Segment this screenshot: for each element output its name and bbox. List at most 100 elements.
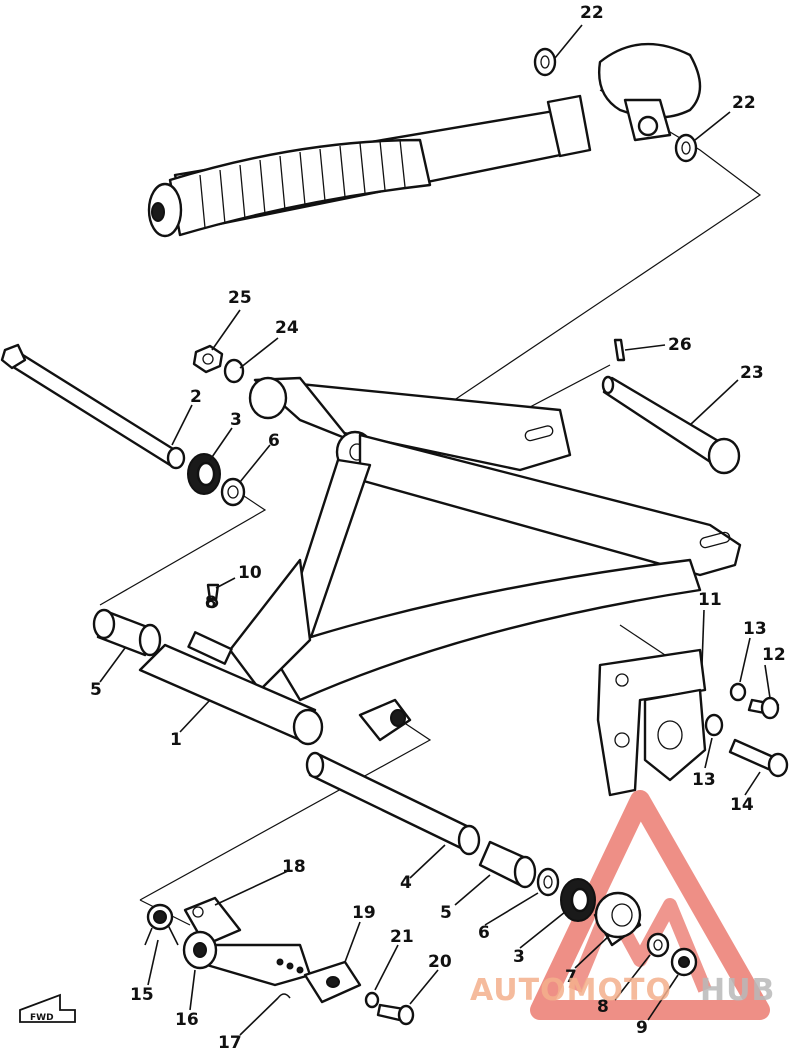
bolt-20-head	[397, 1004, 415, 1026]
washer-22-upper	[533, 47, 557, 77]
watermark-m-mark	[568, 898, 712, 993]
nut-25-hole	[202, 353, 214, 365]
callout-12: 12	[762, 645, 786, 665]
callout-16: 16	[175, 1010, 199, 1030]
plate-11	[596, 648, 707, 797]
pin-23-head	[707, 437, 741, 475]
chain-adjuster-plate-assembly	[596, 648, 789, 797]
callout-13-lower: 13	[692, 770, 716, 790]
plate-11-hole-top	[615, 673, 629, 687]
pivot-bolt-head	[0, 343, 27, 370]
shock-lower-eye	[147, 182, 183, 238]
shock-upper-eye	[637, 115, 659, 137]
bush-7-hole	[611, 903, 633, 927]
lever-18-hole	[192, 906, 204, 918]
bearing-3-lower-inner	[570, 887, 590, 913]
callout-6-lower: 6	[478, 923, 490, 943]
callout-5-lower: 5	[440, 903, 452, 923]
callout-7: 7	[565, 967, 577, 987]
bushing-5-lower-end	[513, 855, 537, 889]
callout-23: 23	[740, 363, 764, 383]
spring-15-core	[153, 910, 167, 924]
nut-25	[192, 344, 224, 374]
shock-collar	[546, 94, 592, 158]
shock-lower-eye-nut	[151, 202, 165, 222]
callout-24: 24	[275, 318, 299, 338]
washer-6-lower	[536, 867, 560, 897]
callout-13-upper: 13	[743, 619, 767, 639]
watermark-text: AUTOMOTO HUB	[470, 973, 775, 1008]
spring-coils	[199, 139, 406, 229]
shock-absorber	[147, 42, 702, 238]
plate-11-rear-hole	[657, 720, 683, 750]
washer-8-lower	[646, 932, 670, 958]
arm-16-hole-1	[276, 958, 284, 966]
callout-22-lower: 22	[732, 93, 756, 113]
bolt-14-head	[767, 752, 789, 778]
swingarm-right-slot	[699, 531, 731, 549]
swingarm-frame	[138, 376, 742, 746]
bearing-3-upper-inner	[196, 461, 216, 487]
front-label: FWD	[30, 1013, 54, 1023]
dash-line-left-bush	[99, 489, 267, 606]
washer-22-lower-hole	[681, 141, 691, 155]
callout-1: 1	[170, 730, 182, 750]
pivot-shaft-4-end	[457, 824, 481, 856]
callout-9: 9	[636, 1018, 648, 1038]
callout-numbers: 22 22 25 24 26 23 2 3 6 10 8 11 13 12 5 …	[90, 3, 786, 1050]
watermark-word-1: AUTOMOTO	[470, 973, 672, 1008]
bushing-5-upper-end	[138, 623, 162, 657]
callout-11: 11	[698, 590, 722, 610]
spring-15-leg	[144, 924, 179, 946]
washer-22-lower	[674, 133, 698, 163]
plate-11-rear	[643, 688, 707, 782]
pivot-bolt-assembly	[0, 343, 246, 507]
callout-15: 15	[130, 985, 154, 1005]
arm-16-hole-2	[286, 962, 294, 970]
pivot-bolt-shaft	[8, 350, 180, 467]
callout-10: 10	[238, 563, 262, 583]
callout-8-upper: 8	[205, 593, 217, 613]
front-direction-marker: FWD	[19, 993, 76, 1023]
washer-13-lower	[704, 713, 724, 737]
clip-17	[277, 993, 291, 999]
callout-18: 18	[282, 857, 306, 877]
callout-6-upper: 6	[268, 431, 280, 451]
washer-21	[364, 991, 380, 1009]
arm-16-hole-3	[296, 966, 304, 974]
pivot-bolt-thread	[166, 446, 186, 470]
pivot-shaft-assembly	[305, 751, 698, 977]
bush-7-flange	[594, 891, 642, 939]
callout-26: 26	[668, 335, 692, 355]
grease-fitting-8-upper	[205, 597, 219, 609]
callout-4: 4	[400, 873, 412, 893]
brake-arm-assembly	[144, 896, 415, 1026]
callout-19: 19	[352, 903, 376, 923]
washer-6-lower-hole	[543, 875, 553, 889]
callout-17: 17	[218, 1033, 242, 1050]
callout-3-lower: 3	[513, 947, 525, 967]
swingarm-gusset	[228, 558, 312, 692]
callout-8-lower: 8	[597, 997, 609, 1017]
pin-23-tip	[601, 375, 615, 395]
plate-11-hole-mid	[614, 732, 630, 748]
callout-22-upper: 22	[580, 3, 604, 23]
washer-13-upper	[729, 682, 747, 702]
washer-8-lower-hole	[653, 939, 663, 951]
washer-6-upper-hole	[227, 485, 239, 499]
bushing-5-upper-start	[92, 608, 116, 640]
callout-25: 25	[228, 288, 252, 308]
shock-spring	[168, 138, 432, 237]
callout-2: 2	[190, 387, 202, 407]
chain-guide-pad	[187, 631, 233, 665]
washer-6-upper	[220, 477, 246, 507]
washer-22-upper-hole	[540, 55, 550, 69]
front-arrow	[19, 993, 76, 1023]
swingarm-upper-eye	[248, 376, 288, 420]
washer-24	[223, 358, 245, 384]
left-boss-nut	[390, 709, 406, 727]
callout-3-upper: 3	[230, 410, 242, 430]
watermark-word-2: HUB	[700, 973, 775, 1008]
dash-line-shaft	[139, 719, 432, 901]
